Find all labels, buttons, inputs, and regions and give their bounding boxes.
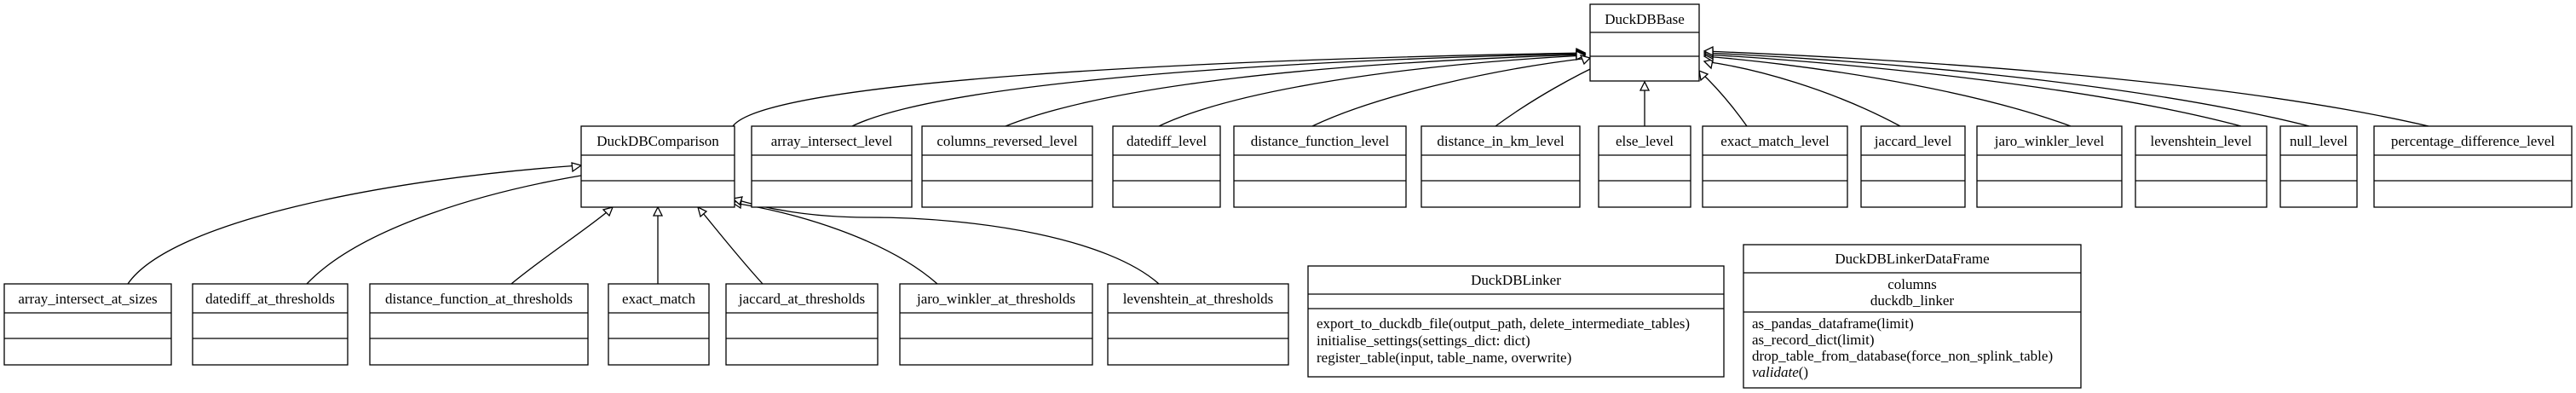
class-levenshtein-at-thresholds: levenshtein_at_thresholds — [1107, 283, 1289, 366]
class-name: null_level — [2290, 133, 2348, 149]
class-name: datediff_level — [1127, 133, 1207, 149]
arrowhead — [1579, 55, 1592, 66]
class-columns-reversed-level: columns_reversed_level — [921, 125, 1093, 208]
class-name: else_level — [1616, 133, 1674, 149]
arrowhead — [571, 162, 583, 173]
class-datediff-level: datediff_level — [1112, 125, 1221, 208]
edge-null-level-to-base — [1703, 52, 2310, 127]
class-name: distance_in_km_level — [1437, 133, 1564, 149]
method-export-to-duckdb-file: export_to_duckdb_file(output_path, delet… — [1317, 315, 1690, 332]
edges-to-duckdb-comparison — [127, 165, 1160, 285]
abstract-method-params: () — [1799, 364, 1808, 380]
class-jaro-winkler-at-thresholds: jaro_winkler_at_thresholds — [899, 283, 1093, 366]
arrowhead — [1698, 69, 1709, 82]
edge-jaccard-level-to-base — [1703, 61, 1901, 127]
class-jaccard-level: jaccard_level — [1860, 125, 1966, 208]
method-initialise-settings: initialise_settings(settings_dict: dict) — [1317, 332, 1530, 349]
edge-array-intersect-at-sizes-to-comparison — [127, 165, 580, 285]
class-jaccard-at-thresholds: jaccard_at_thresholds — [725, 283, 879, 366]
method-drop-table-from-database: drop_table_from_database(force_non_splin… — [1752, 348, 2053, 364]
attribute-duckdb-linker: duckdb_linker — [1870, 292, 1955, 309]
edge-distance-function-at-thresholds-to-comparison — [510, 207, 613, 285]
class-name: jaccard_level — [1874, 133, 1952, 149]
class-name: exact_match_level — [1720, 133, 1830, 149]
class-exact-match: exact_match — [608, 283, 710, 366]
edge-levenshtein-at-thresholds-to-comparison — [732, 198, 1160, 285]
class-percentage-difference-level: percentage_difference_level — [2373, 125, 2573, 208]
class-name: array_intersect_at_sizes — [18, 291, 157, 307]
arrowhead — [1703, 45, 1714, 57]
abstract-method-name: validate — [1752, 364, 1799, 380]
edge-duckdb-comparison-to-base — [732, 52, 1586, 127]
class-levenshtein-level: levenshtein_level — [2135, 125, 2268, 208]
edge-distance-function-level-to-base — [1311, 57, 1590, 127]
class-name: jaro_winkler_level — [1994, 133, 2105, 149]
class-name: jaccard_at_thresholds — [738, 291, 865, 307]
class-name: distance_function_level — [1251, 133, 1390, 149]
class-name: levenshtein_at_thresholds — [1123, 291, 1274, 307]
edge-exact-match-level-to-base — [1699, 71, 1748, 127]
edge-columns-reversed-level-to-base — [1005, 54, 1586, 127]
edge-array-intersect-level-to-base — [851, 53, 1586, 127]
class-name: distance_function_at_thresholds — [385, 291, 573, 307]
class-array-intersect-at-sizes: array_intersect_at_sizes — [3, 283, 172, 366]
edge-jaccard-at-thresholds-to-comparison — [698, 207, 764, 285]
class-name: DuckDBComparison — [596, 133, 719, 149]
arrowhead — [652, 205, 664, 217]
class-duckdb-comparison: DuckDBComparison — [580, 125, 735, 208]
class-jaro-winkler-level: jaro_winkler_level — [1976, 125, 2123, 208]
edge-percentage-difference-level-to-base — [1703, 50, 2429, 127]
class-name: percentage_difference_level — [2391, 133, 2556, 149]
class-name: DuckDBBase — [1605, 11, 1684, 27]
class-name: DuckDBLinker — [1471, 272, 1561, 288]
class-duckdb-base: DuckDBBase — [1589, 3, 1700, 82]
class-name: columns_reversed_level — [936, 133, 1077, 149]
class-name: exact_match — [622, 291, 695, 307]
method-validate: validate() — [1752, 364, 1808, 380]
edge-datediff-level-to-base — [1158, 55, 1586, 127]
class-name: jaro_winkler_at_thresholds — [916, 291, 1075, 307]
class-name: datediff_at_thresholds — [205, 291, 335, 307]
class-else-level: else_level — [1598, 125, 1691, 208]
class-exact-match-level: exact_match_level — [1702, 125, 1848, 208]
class-duckdb-linker-data-frame: DuckDBLinkerDataFrame columns duckdb_lin… — [1743, 244, 2082, 389]
class-null-level: null_level — [2279, 125, 2358, 208]
arrowheads-duckdb-base — [1576, 45, 1714, 91]
method-register-table: register_table(input, table_name, overwr… — [1317, 350, 1571, 366]
arrowhead — [1703, 59, 1714, 70]
class-distance-function-at-thresholds: distance_function_at_thresholds — [369, 283, 589, 366]
class-datediff-at-thresholds: datediff_at_thresholds — [192, 283, 349, 366]
class-name: array_intersect_level — [771, 133, 893, 149]
edge-levenshtein-level-to-base — [1703, 54, 2242, 127]
edges-to-duckdb-base — [732, 50, 2429, 127]
method-as-pandas-dataframe: as_pandas_dataframe(limit) — [1752, 315, 1914, 332]
attribute-columns: columns — [1887, 276, 1937, 292]
class-name: DuckDBLinkerDataFrame — [1835, 251, 1989, 267]
arrowhead — [1639, 80, 1651, 91]
class-distance-in-km-level: distance_in_km_level — [1421, 125, 1581, 208]
edge-datediff-at-thresholds-to-comparison — [306, 172, 597, 285]
arrowhead — [602, 206, 614, 217]
method-as-record-dict: as_record_dict(limit) — [1752, 332, 1875, 348]
class-array-intersect-level: array_intersect_level — [751, 125, 913, 208]
arrowhead — [731, 196, 743, 206]
class-distance-function-level: distance_function_level — [1233, 125, 1407, 208]
edge-jaro-winkler-level-to-base — [1703, 55, 2072, 127]
arrowhead — [696, 205, 708, 218]
class-duckdb-linker: DuckDBLinker export_to_duckdb_file(outpu… — [1307, 265, 1725, 378]
edge-jaro-winkler-at-thresholds-to-comparison — [732, 202, 938, 285]
class-name: levenshtein_level — [2151, 133, 2252, 149]
